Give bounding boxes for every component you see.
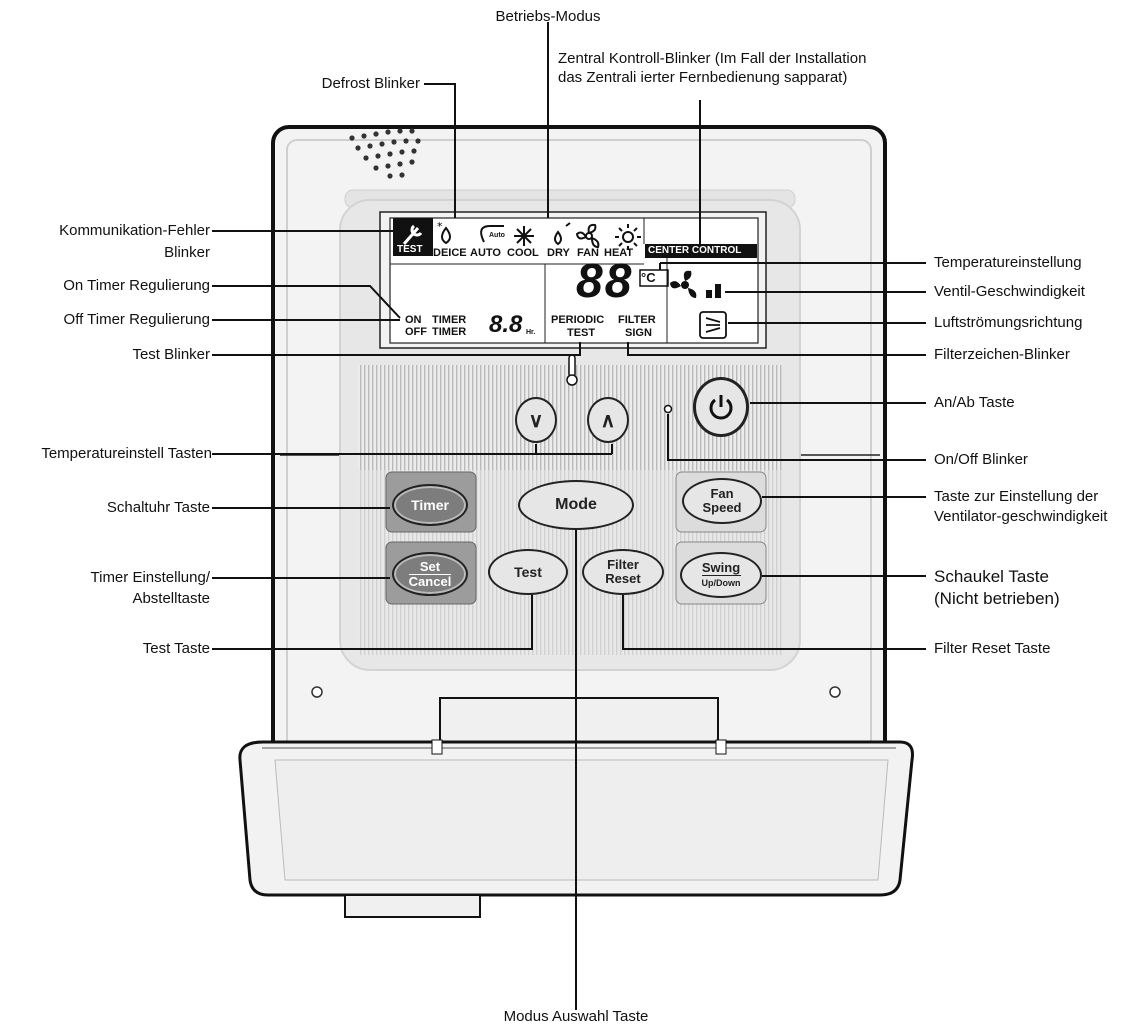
lcd-on: ON	[405, 314, 422, 326]
updown-label: Up/Down	[701, 574, 741, 590]
mode-button-label: Mode	[555, 496, 597, 513]
lcd-hr: Hr.	[526, 329, 536, 336]
lcd-mode-cool: COOL	[507, 247, 539, 259]
label-on-off-blinker: On/Off Blinker	[934, 451, 1028, 468]
lcd-mode-heat: HEAT	[604, 247, 634, 259]
test-icon-box	[393, 218, 433, 256]
label-modus-auswahl: Modus Auswahl Taste	[503, 1008, 649, 1025]
on-off-led	[663, 404, 673, 414]
label-luftstroemung: Luftströmungsrichtung	[934, 314, 1083, 331]
filter-reset-button[interactable]: Filter Reset	[582, 549, 664, 595]
lcd-off-timer: TIMER	[432, 326, 467, 338]
swing-button[interactable]: Swing Up/Down	[680, 552, 762, 598]
label-schaukel-2: (Nicht betrieben)	[934, 589, 1060, 608]
label-on-timer: On Timer Regulierung	[63, 277, 210, 294]
label-filter-reset-taste: Filter Reset Taste	[934, 640, 1051, 657]
lcd-mode-deice: DEICE	[433, 247, 467, 259]
label-schaukel: Schaukel Taste	[934, 567, 1049, 586]
lcd-unit: °C	[641, 270, 656, 285]
lcd-auto-small: Auto	[489, 232, 505, 239]
deice-icon	[441, 226, 451, 245]
line-temperatureinstellung	[659, 262, 926, 270]
temp-down-button[interactable]: ∨	[515, 397, 557, 443]
label-fan-speed-taste-2: Ventilator-geschwindigkeit	[934, 508, 1108, 525]
set-cancel-button[interactable]: Set Cancel	[392, 552, 468, 596]
lcd-periodic: PERIODIC	[551, 314, 605, 326]
timer-button-label: Timer	[411, 497, 449, 513]
label-schaltuhr: Schaltuhr Taste	[106, 499, 210, 516]
timer-button[interactable]: Timer	[392, 484, 468, 526]
filter-label: Filter	[607, 557, 639, 572]
lcd-timer-digits: 8.8	[489, 311, 523, 338]
label-test-blinker: Test Blinker	[132, 346, 210, 363]
line-filter-reset	[622, 595, 926, 650]
speed-label: Speed	[702, 500, 742, 515]
label-fan-speed-taste: Taste zur Einstellung der	[934, 488, 1099, 505]
line-on-timer	[212, 285, 401, 319]
mode-button[interactable]: Mode	[518, 480, 634, 530]
dry-icon	[554, 222, 571, 246]
leader-lines	[212, 22, 926, 1010]
chevron-up-icon: ∧	[600, 409, 616, 432]
lcd-test-label: TEST	[397, 244, 423, 255]
lcd-periodic-test: TEST	[567, 327, 596, 339]
line-test-taste	[212, 590, 533, 650]
label-ventil: Ventil-Geschwindigkeit	[934, 283, 1085, 300]
fan-speed-button[interactable]: Fan Speed	[682, 478, 762, 524]
center-control-box	[645, 244, 757, 258]
line-filterzeichen	[627, 342, 926, 356]
thermometer-icon	[566, 354, 578, 386]
fan-icon	[575, 223, 600, 249]
fan-label: Fan	[710, 486, 734, 501]
cancel-label: Cancel	[408, 573, 452, 589]
lcd-mode-dry: DRY	[547, 247, 570, 259]
svg-text:*: *	[437, 220, 443, 233]
fan-speed-icon	[670, 270, 721, 298]
line-on-off	[667, 414, 926, 461]
lcd-sign: SIGN	[625, 327, 652, 339]
wrench-icon	[402, 224, 423, 245]
sun-icon	[615, 224, 641, 250]
label-timer-einstellung: Timer Einstellung/	[90, 569, 211, 586]
chevron-down-icon: ∨	[528, 409, 544, 432]
label-an-ab: An/Ab Taste	[934, 394, 1015, 411]
test-button-label: Test	[514, 564, 542, 580]
label-kommunikation-fehler: Kommunikation-Fehler	[59, 222, 210, 239]
lcd-on-timer: TIMER	[432, 314, 467, 326]
lcd-center-control: CENTER CONTROL	[648, 245, 742, 256]
label-test-taste: Test Taste	[142, 640, 210, 657]
label-timer-einstellung-2: Abstelltaste	[132, 590, 210, 607]
label-temp-tasten: Temperatureinstell Tasten	[41, 445, 212, 462]
swing-label: Swing	[701, 559, 741, 575]
hinge	[439, 697, 719, 745]
airflow-icon	[699, 311, 727, 339]
label-filterzeichen: Filterzeichen-Blinker	[934, 346, 1070, 363]
line-defrost	[424, 83, 456, 218]
label-betriebs-modus: Betriebs-Modus	[495, 8, 601, 25]
auto-icon	[480, 225, 504, 243]
label-zentral-kontroll-2: das Zentrali ierter Fernbedienung sappar…	[558, 69, 848, 86]
label-kommunikation-fehler-2: Blinker	[164, 244, 210, 261]
line-test-blinker	[212, 342, 581, 356]
label-temperatureinstellung: Temperatureinstellung	[934, 254, 1082, 271]
set-label: Set	[419, 558, 441, 574]
lcd-mode-fan: FAN	[577, 247, 599, 259]
line-temp-tasten	[212, 444, 613, 455]
snowflake-icon	[514, 226, 534, 246]
label-defrost-blinker: Defrost Blinker	[321, 75, 420, 92]
reset-label: Reset	[605, 571, 641, 586]
lcd-off: OFF	[405, 326, 427, 338]
lcd-temp-digits: 88	[576, 255, 634, 308]
power-icon	[709, 395, 733, 420]
temp-up-button[interactable]: ∧	[587, 397, 629, 443]
lcd-filter: FILTER	[618, 314, 656, 326]
test-button[interactable]: Test	[488, 549, 568, 595]
lcd-mode-auto: AUTO	[470, 247, 501, 259]
label-zentral-kontroll: Zentral Kontroll-Blinker (Im Fall der In…	[558, 50, 867, 67]
label-off-timer: Off Timer Regulierung	[63, 311, 210, 328]
power-button[interactable]	[693, 377, 749, 437]
speaker-grille	[349, 128, 421, 179]
